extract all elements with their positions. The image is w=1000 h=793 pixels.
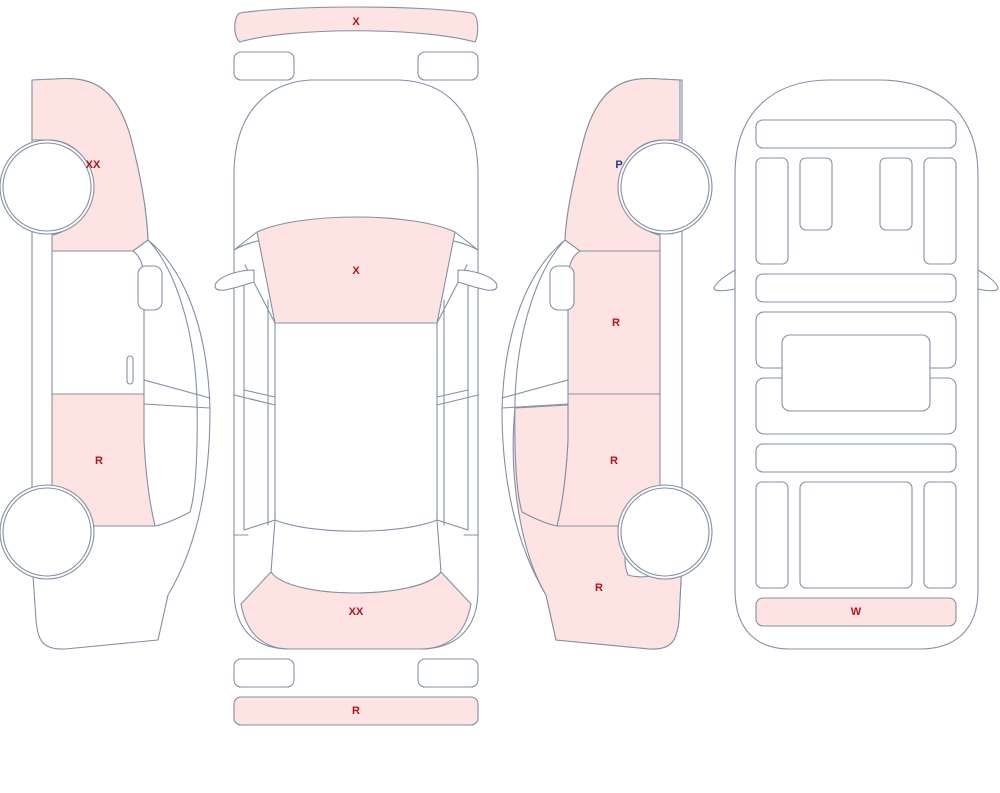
code-right-front-door: R bbox=[612, 317, 620, 329]
rear-bumper-panel[interactable] bbox=[233, 696, 479, 726]
code-trunk: XX bbox=[349, 606, 364, 618]
left-pillar-lines bbox=[143, 379, 211, 409]
underbody-rear-panel[interactable] bbox=[755, 597, 957, 627]
code-right-rear-door: R bbox=[610, 455, 618, 467]
code-front-bumper: X bbox=[352, 16, 360, 28]
underbody-left-wing bbox=[713, 269, 736, 292]
rear-right-light bbox=[417, 658, 479, 688]
top-body-outline bbox=[233, 79, 479, 650]
underbody-rear-right-rail bbox=[923, 481, 957, 589]
code-windshield: X bbox=[352, 265, 360, 277]
underbody-rear-left-rail bbox=[755, 481, 789, 589]
left-mirror bbox=[137, 265, 163, 311]
left-door-lines bbox=[233, 231, 276, 536]
right-pillar-lines bbox=[501, 379, 569, 409]
underbody-rear-center bbox=[799, 481, 913, 589]
underbody-front-bar bbox=[755, 119, 957, 149]
rear-left-light bbox=[233, 658, 295, 688]
right-rear-wheel bbox=[620, 487, 710, 577]
left-rear-wheel bbox=[2, 487, 92, 577]
underbody-front-right-block bbox=[879, 157, 913, 231]
code-rear-bumper: R bbox=[352, 705, 360, 717]
left-side-mirror-top bbox=[214, 269, 255, 291]
underbody-front-left-block bbox=[799, 157, 833, 231]
underbody-center-tunnel bbox=[781, 334, 931, 412]
front-left-light bbox=[233, 51, 295, 81]
underbody-rear-crossmember bbox=[755, 443, 957, 473]
left-front-door-panel[interactable] bbox=[51, 250, 145, 395]
trunk-panel[interactable] bbox=[240, 571, 472, 650]
front-right-light bbox=[417, 51, 479, 81]
code-underbody-rear: W bbox=[851, 606, 862, 618]
underbody-view bbox=[713, 79, 999, 650]
underbody-front-left-rail bbox=[755, 157, 789, 265]
front-bumper-panel[interactable] bbox=[234, 6, 479, 43]
left-rear-window-outline bbox=[147, 239, 198, 527]
right-mirror bbox=[549, 265, 575, 311]
code-right-front-fender: P bbox=[615, 159, 622, 171]
right-rear-window-outline bbox=[514, 239, 566, 527]
underbody-right-wing bbox=[977, 269, 999, 292]
code-left-rear-door: R bbox=[95, 455, 103, 467]
underbody-front-crossmember bbox=[755, 273, 957, 303]
right-side-mirror-top bbox=[457, 269, 498, 291]
top-view bbox=[214, 6, 498, 726]
right-side-view bbox=[501, 77, 713, 650]
code-right-rear-quarter: R bbox=[595, 582, 603, 594]
damage-code-labels: X X XX R XX R P R R R W bbox=[86, 16, 862, 717]
right-front-wheel bbox=[620, 142, 710, 232]
left-front-wheel bbox=[2, 142, 92, 232]
right-door-lines bbox=[436, 231, 479, 536]
code-left-front-fender: XX bbox=[86, 159, 101, 171]
underbody-front-right-rail bbox=[923, 157, 957, 265]
left-side-view bbox=[0, 77, 211, 650]
right-front-door-panel[interactable] bbox=[567, 250, 661, 395]
left-door-handle bbox=[126, 355, 134, 385]
